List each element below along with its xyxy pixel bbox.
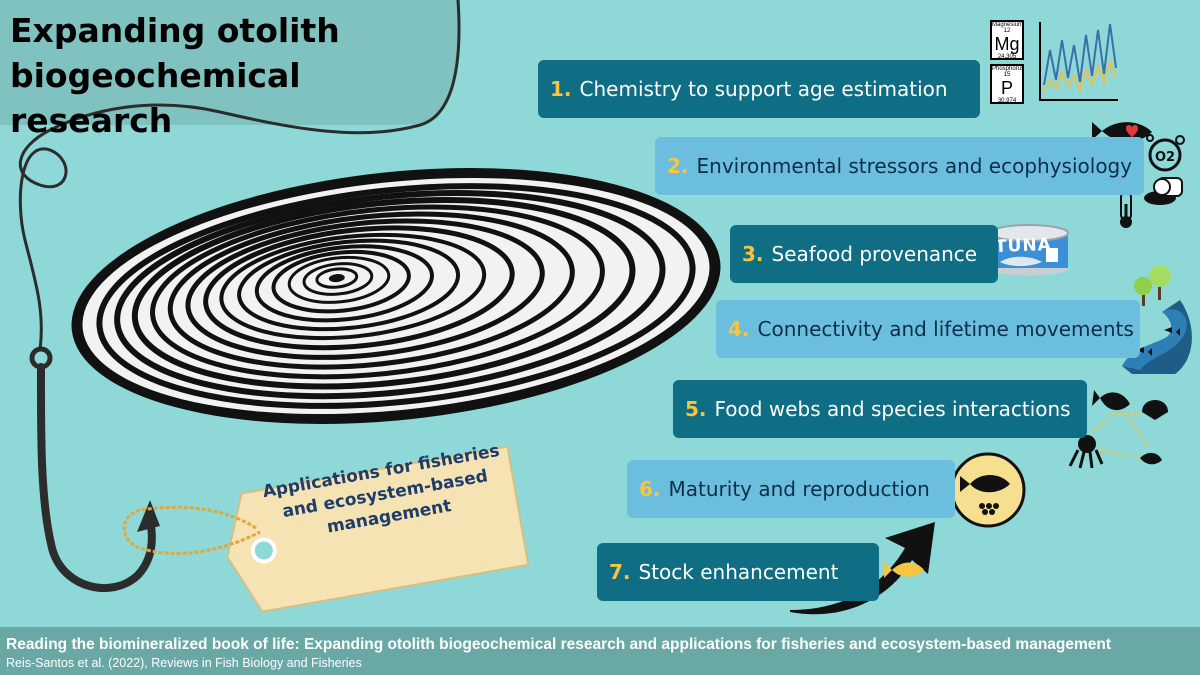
otolith-drawing [71,168,721,424]
title-panel [0,0,460,125]
food-web-icon [1068,390,1168,469]
application-number: 5. [685,397,707,421]
application-label: Connectivity and lifetime movements [757,317,1134,341]
title-line-1: Expanding otolith [10,11,340,50]
application-label: Chemistry to support age estimation [579,77,948,101]
application-banner-4: 4. Connectivity and lifetime movements [716,300,1140,358]
application-banner-6: 6. Maturity and reproduction [627,460,955,518]
footer-title: Reading the biomineralized book of life:… [6,636,1112,653]
page-title: Expanding otolith biogeochemical researc… [10,8,450,143]
footer: Reading the biomineralized book of life:… [0,627,1200,675]
application-number: 1. [550,77,572,101]
tag-string [122,505,261,555]
application-number: 6. [639,477,661,501]
application-label: Maturity and reproduction [668,477,930,501]
fish-eggs-icon [950,452,1026,528]
fishing-hook-icon [29,346,160,592]
footer-citation: Reis-Santos et al. (2022), Reviews in Fi… [6,656,362,670]
magnesium-element-box: Magnesium 12 Mg 24.305 [990,20,1024,60]
application-banner-2: 2. Environmental stressors and ecophysio… [655,137,1144,195]
application-banner-3: 3. Seafood provenance [730,225,998,283]
application-banner-1: 1. Chemistry to support age estimation [538,60,980,118]
application-number: 2. [667,154,689,178]
tuna-can-icon [989,224,1069,276]
luggage-tag [226,445,530,613]
application-banner-7: 7. Stock enhancement [597,543,879,601]
application-number: 7. [609,560,631,584]
phosphorus-element-box: Phosphorus 15 P 30.974 [990,64,1025,104]
application-label: Seafood provenance [771,242,978,266]
application-number: 3. [742,242,764,266]
mg-p-chart-icon [1039,22,1118,101]
title-line-2: biogeochemical research [10,56,301,140]
application-label: Environmental stressors and ecophysiolog… [696,154,1133,178]
stressors-icon: O2 [1092,122,1185,228]
application-number: 4. [728,317,750,341]
tuna-can-label: TUNA [994,235,1053,257]
fishing-line-icon [18,0,461,352]
application-banner-5: 5. Food webs and species interactions [673,380,1087,438]
application-label: Food webs and species interactions [714,397,1071,421]
svg-text:O2: O2 [1155,150,1175,165]
application-label: Stock enhancement [638,560,839,584]
